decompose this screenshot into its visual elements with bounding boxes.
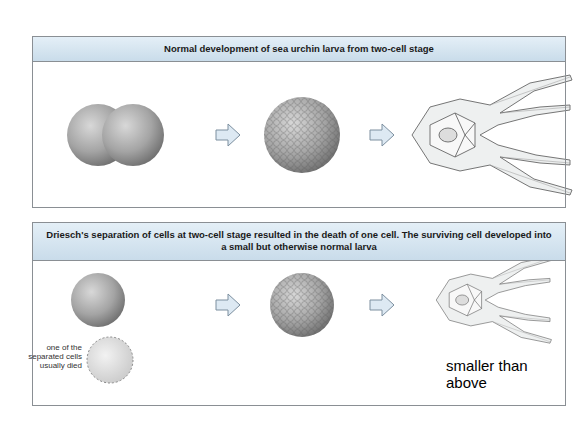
annotation: smaller than above — [446, 358, 562, 391]
panel-heading: Driesch's separation of cells at two-cel… — [33, 223, 565, 261]
panel-heading: Normal development of sea urchin larva f… — [33, 37, 565, 62]
panel: Normal development of sea urchin larva f… — [32, 36, 566, 208]
callout-note: one of the separated cells usually died — [20, 343, 82, 371]
